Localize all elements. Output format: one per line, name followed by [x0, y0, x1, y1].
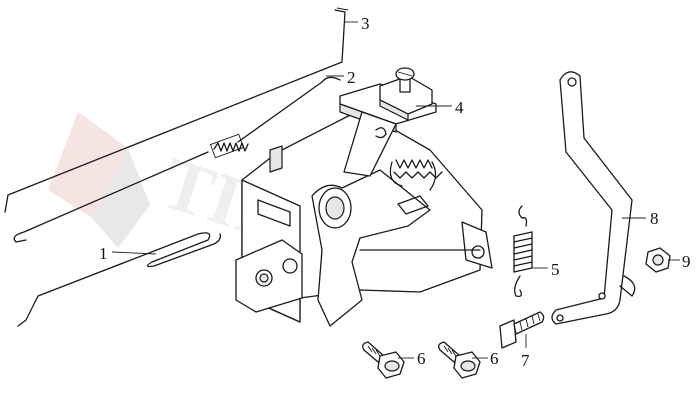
callout-3: 3 — [361, 14, 370, 33]
callout-9: 9 — [682, 252, 691, 271]
callout-5: 5 — [551, 260, 560, 279]
callout-8: 8 — [650, 209, 659, 228]
part-7-square-bolt — [499, 311, 545, 349]
leader-lines — [111, 21, 680, 359]
callout-6-right: 6 — [490, 349, 499, 368]
part-4-clamp-screw — [379, 67, 433, 121]
callout-labels: 3 2 4 5 1 6 6 7 8 9 — [99, 14, 691, 370]
callout-6-left: 6 — [417, 349, 426, 368]
callout-1: 1 — [99, 244, 108, 263]
bracket-spring — [389, 159, 443, 191]
part-6-bolt-right — [438, 341, 481, 379]
part-8-lever — [551, 71, 636, 325]
callout-4: 4 — [455, 98, 464, 117]
part-1-bent-rod — [17, 232, 222, 327]
callout-7: 7 — [521, 351, 530, 370]
part-5-extension-spring — [513, 205, 533, 298]
part-3-rod — [4, 7, 349, 213]
part-2-wire-spring — [13, 76, 341, 243]
part-9-nut — [645, 247, 671, 273]
control-bracket-assembly — [235, 83, 493, 327]
callout-2: 2 — [347, 68, 356, 87]
part-6-bolt-left — [362, 341, 405, 379]
spring-coil — [209, 133, 249, 159]
